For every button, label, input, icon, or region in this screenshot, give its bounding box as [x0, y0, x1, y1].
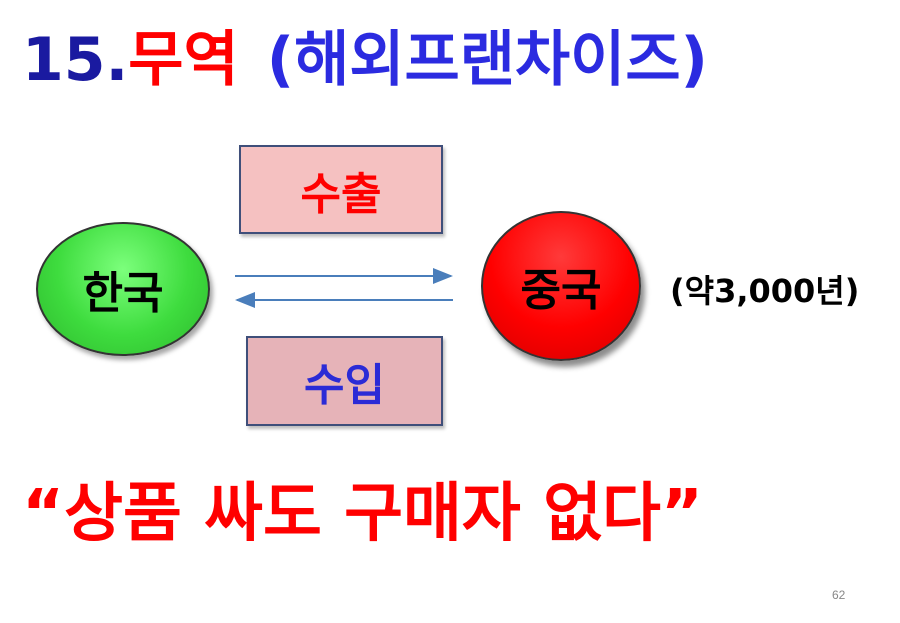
china-circle: 중국 [481, 211, 641, 361]
period-note: (약3,000년) [670, 272, 860, 310]
korea-label: 한국 [82, 268, 164, 319]
export-box: 수출 [239, 145, 443, 234]
import-label: 수입 [304, 360, 385, 411]
page-number: 62 [832, 588, 846, 602]
export-label: 수출 [300, 168, 382, 220]
title-paren: (해외프랜차이즈) [266, 25, 708, 95]
import-box: 수입 [246, 336, 443, 426]
title-number: 15. [22, 25, 129, 95]
title-word: 무역 [128, 25, 239, 95]
slide-title: 15.무역(해외프랜차이즈) [22, 30, 708, 90]
trade-arrows [235, 268, 453, 308]
korea-circle: 한국 [36, 222, 210, 356]
china-label: 중국 [520, 265, 602, 316]
slogan: “상품 싸도 구매자 없다” [22, 477, 703, 551]
